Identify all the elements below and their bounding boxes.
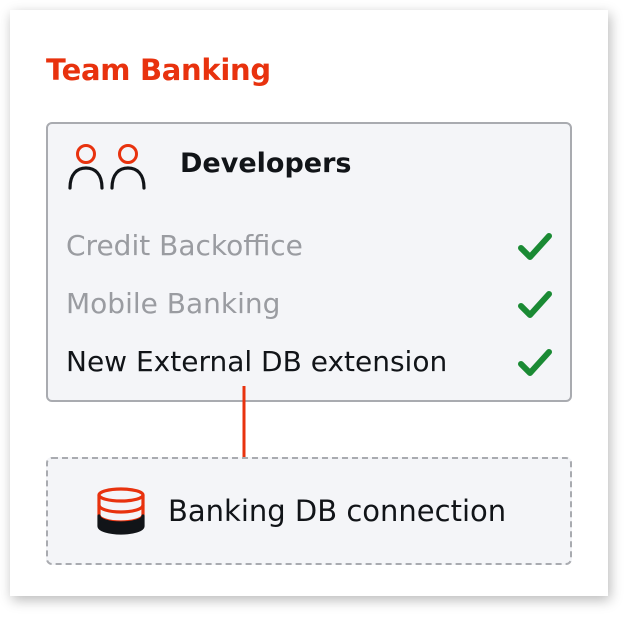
- project-label: Mobile Banking: [66, 287, 281, 320]
- project-row-credit-backoffice[interactable]: Credit Backoffice: [66, 226, 552, 266]
- db-connection-box[interactable]: Banking DB connection: [46, 457, 572, 565]
- check-icon: [518, 233, 552, 260]
- database-icon: [97, 487, 145, 535]
- developers-group-box: Developers Credit Backoffice Mobile Bank…: [46, 122, 572, 402]
- db-connection-label: Banking DB connection: [168, 494, 507, 528]
- check-icon: [518, 349, 552, 376]
- project-row-new-external-db-extension[interactable]: New External DB extension: [66, 342, 552, 382]
- group-name: Developers: [180, 148, 352, 179]
- project-row-mobile-banking[interactable]: Mobile Banking: [66, 284, 552, 324]
- project-label: New External DB extension: [66, 345, 448, 378]
- users-icon: [68, 144, 146, 190]
- check-icon: [518, 291, 552, 318]
- team-title: Team Banking: [46, 53, 271, 87]
- project-label: Credit Backoffice: [66, 229, 303, 262]
